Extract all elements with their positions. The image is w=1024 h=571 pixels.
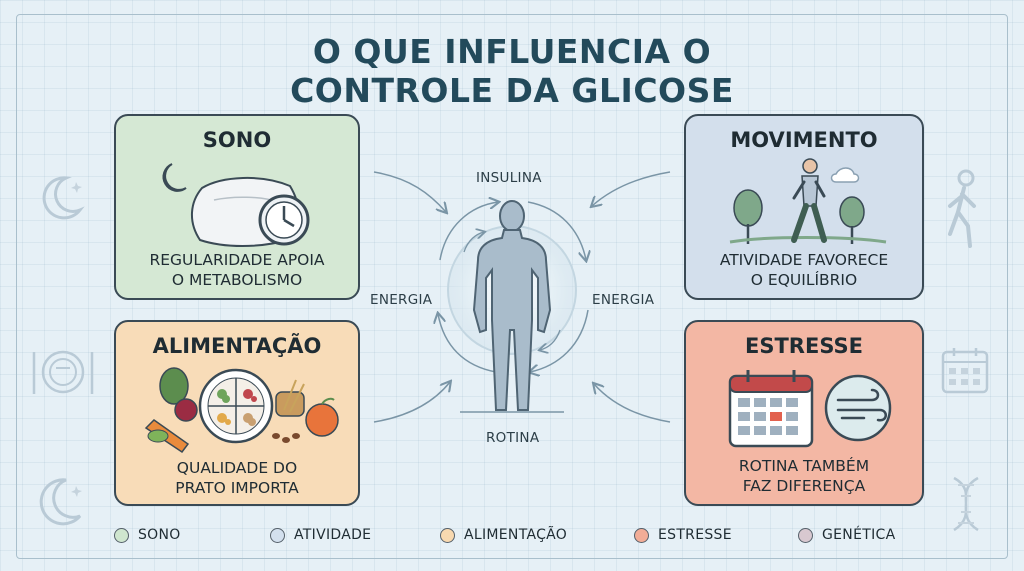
card-estresse: ESTRESSE ROTINA TAMBÉM FAZ DIFERENÇA [684, 320, 924, 506]
pillow-clock-icon [162, 163, 310, 247]
human-body-icon [472, 200, 552, 411]
moon-icon [39, 478, 82, 526]
card-sono: SONO REGULARIDADE APOIA O METABOLISMO [114, 114, 360, 300]
arrow-from-sono [373, 171, 446, 212]
flow-arrow [530, 309, 589, 372]
walking-park-icon [729, 158, 887, 244]
legend-label: ATIVIDADE [294, 527, 372, 543]
legend-label: ALIMENTAÇÃO [464, 527, 568, 543]
center-diagram [373, 171, 671, 423]
legend-item: ATIVIDADE [270, 527, 371, 543]
card-description: ROTINA TAMBÉM FAZ DIFERENÇA [686, 456, 922, 496]
label-insulina: INSULINA [476, 170, 542, 186]
card-text-line-2: O METABOLISMO [171, 271, 303, 289]
legend-item: GENÉTICA [798, 527, 895, 543]
card-title: ALIMENTAÇÃO [152, 334, 322, 358]
legend-swatch [270, 527, 285, 543]
arrow-from-alimentacao [373, 382, 450, 423]
card-text-line-1: ROTINA TAMBÉM [738, 457, 870, 475]
legend-label: GENÉTICA [822, 527, 896, 543]
plate-scale-icon [32, 350, 94, 394]
page-title: O QUE INFLUENCIA O CONTROLE DA GLICOSE [212, 32, 812, 110]
card-description: ATIVIDADE FAVORECE O EQUILÍBRIO [686, 250, 922, 290]
walking-person-icon [948, 169, 976, 248]
label-rotina: ROTINA [486, 430, 540, 446]
legend-item: ESTRESSE [634, 527, 732, 543]
card-text-line-2: PRATO IMPORTA [175, 479, 299, 497]
legend-item: ALIMENTAÇÃO [440, 527, 567, 543]
flow-arrow [438, 314, 497, 373]
card-text-line-2: O EQUILÍBRIO [750, 271, 858, 289]
title-line-2: CONTROLE DA GLICOSE [290, 71, 734, 110]
flow-arrow [439, 202, 498, 261]
card-text-line-1: QUALIDADE DO [176, 459, 298, 477]
legend-swatch [114, 527, 129, 543]
card-text-line-1: REGULARIDADE APOIA [149, 251, 325, 269]
legend-swatch [440, 527, 455, 543]
legend-label: ESTRESSE [658, 527, 732, 543]
card-title: MOVIMENTO [730, 128, 878, 152]
food-plate-icon [144, 367, 339, 454]
legend-item: SONO [114, 527, 181, 543]
arrow-from-movimento [592, 171, 671, 206]
card-text-line-2: FAZ DIFERENÇA [742, 477, 866, 495]
card-title: SONO [202, 128, 272, 152]
card-description: QUALIDADE DO PRATO IMPORTA [116, 458, 358, 498]
label-energia-left: ENERGIA [370, 292, 433, 308]
card-text-line-1: ATIVIDADE FAVORECE [719, 251, 889, 269]
label-energia-right: ENERGIA [592, 292, 655, 308]
legend-swatch [798, 527, 813, 543]
card-description: REGULARIDADE APOIA O METABOLISMO [116, 250, 358, 290]
page-frame [16, 14, 1008, 559]
title-line-1: O QUE INFLUENCIA O [312, 32, 712, 71]
legend-swatch [634, 527, 649, 543]
flow-arrow [463, 232, 484, 253]
flow-arrow [527, 201, 586, 260]
card-alimentacao: ALIMENTAÇÃO QUALIDADE DO PRATO IMPORTA [114, 320, 360, 506]
arrow-from-estresse [594, 384, 671, 423]
calendar-icon [941, 348, 989, 394]
card-movimento: MOVIMENTO ATIVIDADE FAVORECE O EQUILÍBRI… [684, 114, 924, 300]
legend-label: SONO [138, 527, 181, 543]
moon-icon [42, 176, 85, 220]
dna-icon [953, 476, 979, 532]
calendar-wind-icon [728, 370, 892, 448]
card-title: ESTRESSE [745, 334, 863, 358]
flow-arrow [540, 329, 561, 350]
